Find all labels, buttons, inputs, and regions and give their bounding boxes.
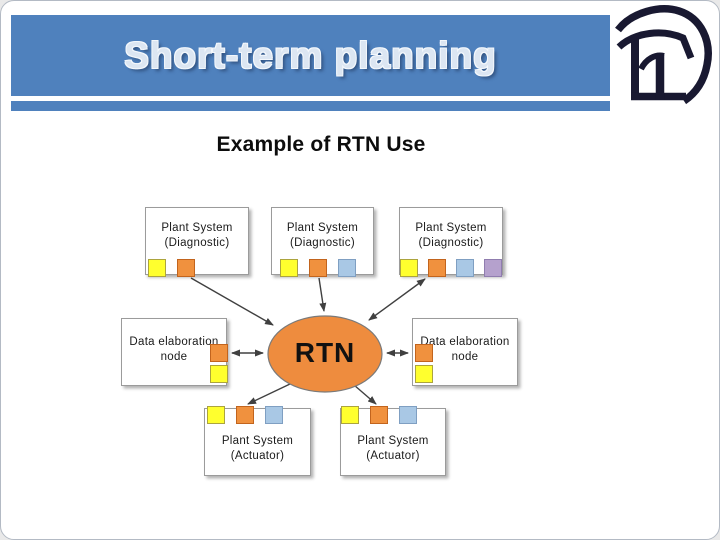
orange-io-square xyxy=(415,344,433,362)
io-squares xyxy=(280,259,356,277)
yellow-io-square xyxy=(210,365,228,383)
yellow-io-square xyxy=(341,406,359,424)
node-label-line2: (Diagnostic) xyxy=(418,237,484,249)
edge-rtn-to-act2 xyxy=(353,384,377,405)
io-squares xyxy=(148,259,195,277)
node-plant-diagnostic-1: Plant System (Diagnostic) xyxy=(145,207,249,277)
node-label-line2: (Actuator) xyxy=(230,450,285,462)
node-label-line1: Plant System xyxy=(286,222,359,234)
header-bar: Short-term planning xyxy=(11,15,610,96)
blue-io-square xyxy=(265,406,283,424)
node-label-line2: (Actuator) xyxy=(366,450,420,462)
dtt-logo-icon xyxy=(615,5,712,105)
node-label-line2: node xyxy=(160,351,188,363)
edge-diag3-rtn-twoway xyxy=(368,278,426,321)
io-squares xyxy=(341,406,417,424)
node-data-elaboration-right: Data elaboration node xyxy=(412,318,518,386)
header-accent-strip xyxy=(11,101,610,111)
yellow-io-square xyxy=(280,259,298,277)
orange-io-square xyxy=(177,259,195,277)
node-label-line1: Plant System xyxy=(221,435,294,447)
node-label-line2: (Diagnostic) xyxy=(164,237,230,249)
io-squares xyxy=(415,344,433,383)
yellow-io-square xyxy=(207,406,225,424)
node-label-line1: Data elaboration xyxy=(129,336,219,348)
orange-io-square xyxy=(370,406,388,424)
yellow-io-square xyxy=(148,259,166,277)
node-label-line2: node xyxy=(451,351,479,363)
blue-io-square xyxy=(399,406,417,424)
node-label-line1: Data elaboration xyxy=(420,336,510,348)
orange-io-square xyxy=(236,406,254,424)
node-plant-actuator-2: Plant System (Actuator) xyxy=(340,406,446,476)
edge-rtn-to-act1 xyxy=(247,383,291,405)
orange-io-square xyxy=(428,259,446,277)
edge-diag2-to-rtn xyxy=(318,277,327,312)
page-title: Example of RTN Use xyxy=(216,133,426,156)
node-label-line1: Plant System xyxy=(161,222,233,234)
io-squares xyxy=(210,344,228,383)
io-squares xyxy=(207,406,283,424)
blue-io-square xyxy=(456,259,474,277)
yellow-io-square xyxy=(415,365,433,383)
node-label-line1: Plant System xyxy=(357,435,429,447)
rtn-node-label: RTN xyxy=(294,337,356,368)
node-data-elaboration-left: Data elaboration node xyxy=(121,318,228,386)
io-squares xyxy=(400,259,502,277)
orange-io-square xyxy=(210,344,228,362)
blue-io-square xyxy=(338,259,356,277)
node-plant-actuator-1: Plant System (Actuator) xyxy=(204,406,311,476)
node-label-line2: (Diagnostic) xyxy=(290,237,355,249)
node-plant-diagnostic-2: Plant System (Diagnostic) xyxy=(271,207,374,277)
orange-io-square xyxy=(309,259,327,277)
purple-io-square xyxy=(484,259,502,277)
yellow-io-square xyxy=(400,259,418,277)
node-label-line1: Plant System xyxy=(415,222,487,234)
slide-title: Short-term planning xyxy=(124,35,497,76)
node-plant-diagnostic-3: Plant System (Diagnostic) xyxy=(399,207,503,277)
